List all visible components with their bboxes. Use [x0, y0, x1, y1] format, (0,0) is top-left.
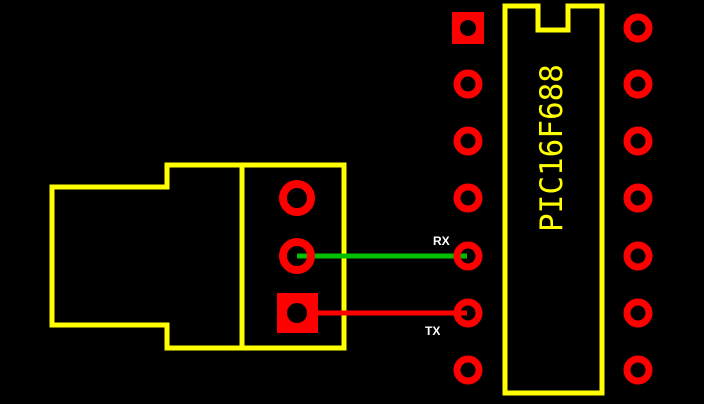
ic-pad-11	[623, 183, 653, 213]
connector-outline	[49, 162, 347, 351]
ic-pad-14	[623, 13, 653, 43]
ic-pad-10	[623, 241, 653, 271]
connector-pad-1-hole	[287, 303, 307, 323]
ic-left-pads	[452, 12, 484, 385]
tx-label: TX	[425, 324, 440, 338]
ic-pad-12	[623, 126, 653, 156]
ic-pad-9	[623, 298, 653, 328]
connector-pad-3	[279, 180, 315, 216]
ic-pad-2	[453, 69, 483, 99]
ic-pad-5	[453, 241, 483, 271]
connector-pad-2	[279, 238, 315, 274]
connector-footprint	[49, 162, 347, 351]
connector-pads	[277, 180, 318, 333]
ic-pad-8	[623, 355, 653, 385]
ic-pad-6	[453, 298, 483, 328]
ic-right-pads	[623, 13, 653, 385]
rx-label: RX	[433, 234, 450, 248]
ic-part-number: PIC16F688	[534, 64, 570, 232]
ic-pad-3	[453, 126, 483, 156]
ic-outline	[502, 3, 605, 396]
ic-pad-7	[453, 355, 483, 385]
ic-pad-1-hole	[460, 20, 476, 36]
ic-pad-13	[623, 69, 653, 99]
ic-pad-4	[453, 183, 483, 213]
